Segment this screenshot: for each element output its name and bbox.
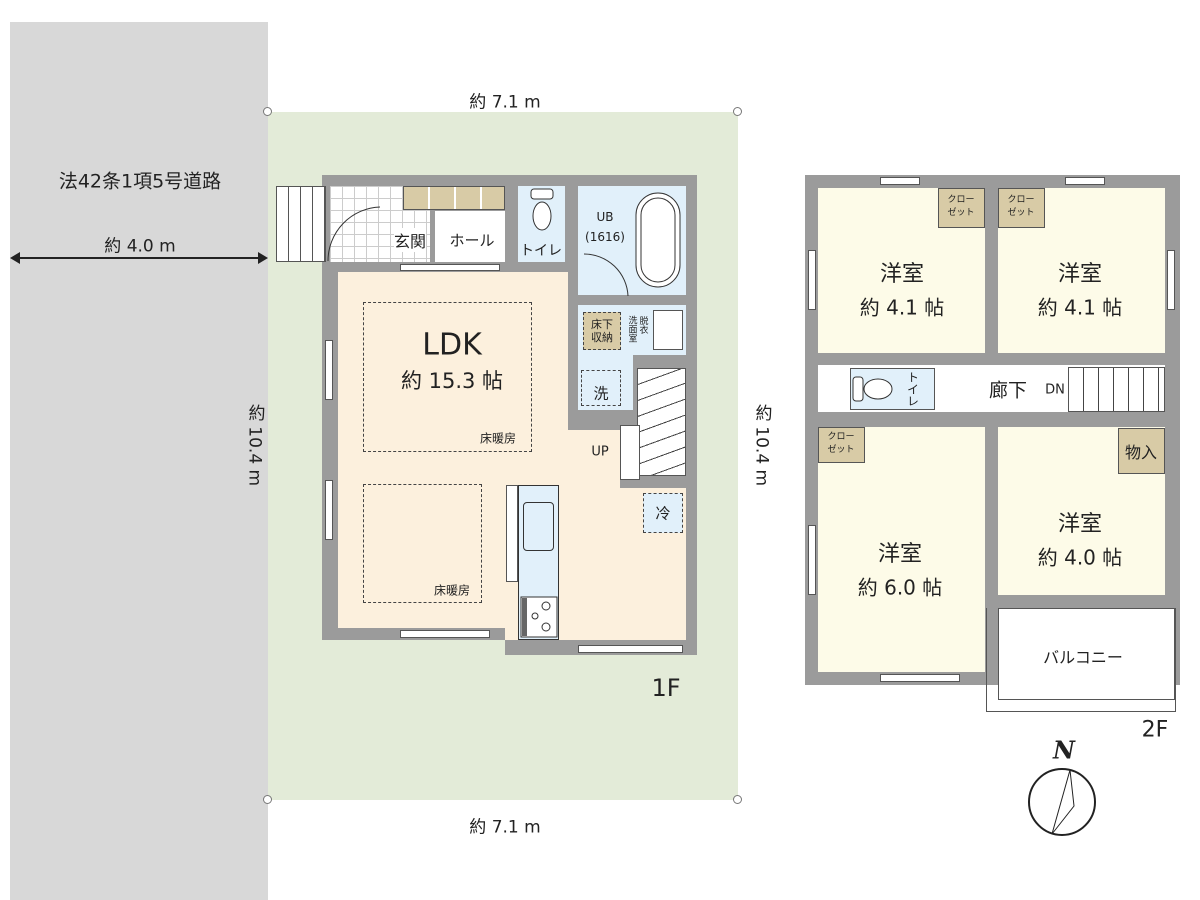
toilet-icon xyxy=(530,188,554,231)
floor2-label: 2F xyxy=(1141,717,1169,743)
room-3-size: 約 6.0 帖 xyxy=(857,575,943,600)
closet-3 xyxy=(818,427,865,463)
window xyxy=(400,630,490,638)
stairs-1f-landing xyxy=(620,425,640,480)
ldk-label: LDK xyxy=(422,327,482,363)
room-3-name: 洋室 xyxy=(877,542,923,567)
closet-3-label: クロー ゼット xyxy=(827,432,855,455)
window xyxy=(1167,250,1175,310)
lot-depth-right: 約 10.4 m xyxy=(751,403,772,487)
room-4-size: 約 4.0 帖 xyxy=(1037,545,1123,570)
stairs-up-label: UP xyxy=(591,444,609,460)
fridge-space xyxy=(643,493,683,533)
floor-heating-label: 床暖房 xyxy=(433,583,471,598)
washbasin-icon xyxy=(653,310,683,350)
bathtub-icon xyxy=(635,192,681,288)
road-label: 法42条1項5号道路 xyxy=(58,170,222,193)
room-2-size: 約 4.1 帖 xyxy=(1037,295,1123,320)
washroom-lower xyxy=(578,355,633,410)
balcony xyxy=(998,608,1175,700)
window xyxy=(808,250,816,310)
window xyxy=(325,340,333,400)
compass-label: N xyxy=(1053,735,1075,765)
entrance-label: 玄関 xyxy=(393,228,427,252)
dressing-label: 脱衣 xyxy=(637,316,648,334)
toilet-2f-label: トイレ xyxy=(905,371,920,407)
bath-size: (1616) xyxy=(585,230,625,244)
lot-width-bottom: 約 7.1 m xyxy=(469,817,541,838)
window xyxy=(1065,177,1105,185)
washer-space xyxy=(581,370,621,406)
room-4-name: 洋室 xyxy=(1057,512,1103,537)
road-width: 約 4.0 m xyxy=(101,231,179,257)
kitchen-partition xyxy=(506,485,518,582)
window xyxy=(325,480,333,540)
storage xyxy=(1118,428,1165,474)
storage-label: 物入 xyxy=(1124,443,1158,462)
corridor-label: 廊下 xyxy=(988,379,1028,402)
entry-steps xyxy=(276,186,326,262)
bath-label: UB xyxy=(596,210,614,224)
floor-heating-area xyxy=(363,484,482,603)
sink-icon xyxy=(523,502,554,551)
hall-label: ホール xyxy=(449,231,495,250)
closet-2-label: クロー ゼット xyxy=(1007,195,1035,218)
closet-2 xyxy=(998,188,1045,228)
room-1-name: 洋室 xyxy=(879,262,925,287)
lot-width-top: 約 7.1 m xyxy=(469,92,541,113)
window xyxy=(880,674,960,682)
washer-label: 洗 xyxy=(593,384,609,403)
room-2-name: 洋室 xyxy=(1057,262,1103,287)
balcony-outline xyxy=(986,608,1176,712)
stairs-2f[interactable] xyxy=(1068,367,1165,412)
window xyxy=(808,525,816,595)
floor1-label: 1F xyxy=(651,674,681,702)
lot-corner xyxy=(263,795,272,804)
lot-corner xyxy=(263,107,272,116)
ldk-kitchen xyxy=(568,430,620,490)
room-western-3 xyxy=(818,427,985,672)
underfloor-storage-label: 床下 収納 xyxy=(591,318,613,344)
balcony-label: バルコニー xyxy=(1043,648,1123,667)
underfloor-storage xyxy=(583,312,621,350)
entry-door-icon xyxy=(327,206,381,262)
toilet-1f-label: トイレ xyxy=(520,243,562,259)
stove-icon xyxy=(520,596,558,638)
room-1-size: 約 4.1 帖 xyxy=(859,295,945,320)
floor-heating-label: 床暖房 xyxy=(479,431,517,446)
lot-depth-left: 約 10.4 m xyxy=(244,403,265,487)
window xyxy=(400,264,500,271)
hall xyxy=(435,211,505,262)
stairs-1f[interactable] xyxy=(637,368,686,476)
closet-1 xyxy=(938,188,985,228)
north-arrow-icon xyxy=(1028,768,1096,836)
lot-corner xyxy=(733,107,742,116)
lot-corner xyxy=(733,795,742,804)
fridge-label: 冷 xyxy=(655,504,671,523)
shoe-storage xyxy=(403,186,505,210)
floor-heating-area xyxy=(363,302,532,452)
closet-1-label: クロー ゼット xyxy=(947,195,975,218)
road xyxy=(10,22,268,900)
bath-door-icon xyxy=(583,253,629,297)
window xyxy=(578,645,683,653)
toilet-icon xyxy=(852,376,893,402)
ldk-size: 約 15.3 帖 xyxy=(400,369,504,393)
road-width-arrow xyxy=(10,252,268,264)
window xyxy=(880,177,920,185)
washroom-label: 洗面室 xyxy=(626,315,637,343)
stairs-down-label: DN xyxy=(1045,382,1065,398)
